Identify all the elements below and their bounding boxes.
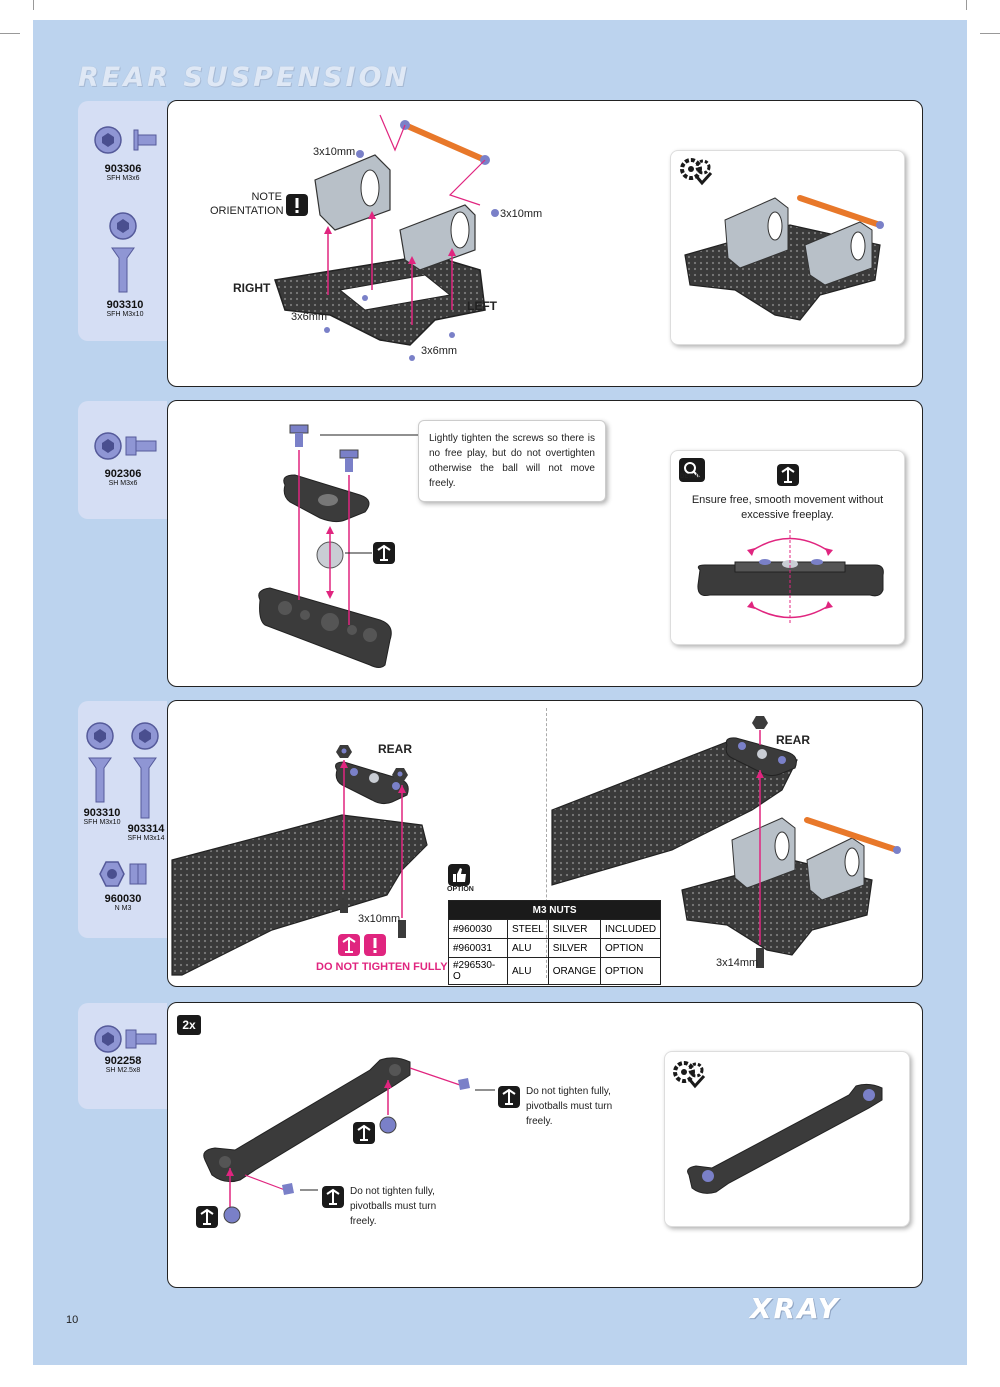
pivotball-note: Do not tighten fully, pivotballs must tu… [526, 1086, 613, 1127]
rear-suspension-holder-exploded [274, 114, 499, 361]
brand-logo: XRAY [750, 1292, 840, 1325]
orientation-label: ORIENTATION [210, 205, 284, 217]
table-row: #960031 ALU SILVER OPTION [448, 938, 662, 958]
tighten-tool-icon [777, 464, 799, 486]
option-label: OPTION [447, 886, 474, 893]
parts-panel-step2 [78, 401, 167, 519]
screw-socket-head-icon [94, 1025, 157, 1053]
screw-size-label: 3x10mm [313, 146, 356, 158]
gears-check-icon [673, 1061, 706, 1089]
do-not-tighten-icon [498, 1086, 520, 1108]
assembled-holder-image [684, 195, 884, 321]
assembled-linkage-image [687, 1083, 883, 1194]
crop-mark [33, 0, 34, 10]
detail-label: DETAIL [680, 474, 702, 480]
screw-socket-head-icon [94, 432, 157, 460]
quantity-badge: 2x [177, 1015, 201, 1035]
screw-size-label: 3x6mm [421, 345, 458, 357]
detail-magnifier-icon [679, 458, 705, 482]
ball-movement-detail-image [697, 530, 884, 625]
option-thumbs-up-icon [448, 864, 470, 886]
do-not-tighten-icon [338, 934, 386, 956]
chassis-rear-assembled-image [551, 716, 901, 968]
screw-flat-head-icon [94, 126, 157, 154]
screw-size-label: 3x10mm [358, 913, 401, 925]
screw-size-label: 3x10mm [500, 208, 543, 220]
detail-view-inset [670, 450, 905, 645]
parts-panel-step4 [78, 1003, 167, 1109]
table-title: M3 NUTS [447, 900, 662, 920]
do-not-tighten-warning: DO NOT TIGHTEN FULLY [316, 961, 448, 973]
left-side-label: LEFT [467, 299, 497, 313]
chassis-rear-plate-exploded [171, 745, 428, 976]
do-not-tighten-icon [322, 1186, 344, 1208]
screw-size-label: 3x14mm [716, 957, 759, 969]
screw-flat-head-long-icon [131, 722, 159, 819]
screw-flat-head-long-icon [86, 722, 114, 803]
pivotball-note: Do not tighten fully, pivotballs must tu… [350, 1186, 437, 1227]
crop-mark [0, 33, 20, 34]
nut-icon [99, 861, 147, 887]
screw-flat-head-long-icon [109, 212, 137, 293]
screw-size-label: 3x6mm [291, 311, 328, 323]
crop-mark [980, 33, 1000, 34]
gears-check-icon [680, 158, 713, 186]
note-label: NOTE [251, 191, 282, 203]
tighten-tool-icon [353, 1122, 375, 1144]
right-side-label: RIGHT [233, 281, 271, 295]
rear-label: REAR [378, 742, 413, 756]
linkage-arm-exploded [203, 1057, 495, 1224]
detail-instruction-text: Ensure free, smooth movement without exc… [691, 494, 884, 521]
tighten-tool-icon [196, 1206, 218, 1228]
panel-divider [546, 708, 547, 978]
rear-label: REAR [776, 733, 811, 747]
warning-icon [286, 194, 308, 216]
ball-stud-holder-exploded [258, 424, 420, 668]
m3-nuts-table: M3 NUTS #960030 STEEL SILVER INCLUDED #9… [447, 900, 662, 985]
table-row: #296530-O ALU ORANGE OPTION [448, 957, 662, 985]
crop-mark [966, 0, 967, 10]
page-title: REAR SUSPENSION [78, 62, 411, 93]
page-number: 10 [66, 1314, 79, 1326]
tighten-instruction-note: Lightly tighten the screws so there is n… [418, 420, 606, 502]
tighten-tool-icon [373, 542, 395, 564]
